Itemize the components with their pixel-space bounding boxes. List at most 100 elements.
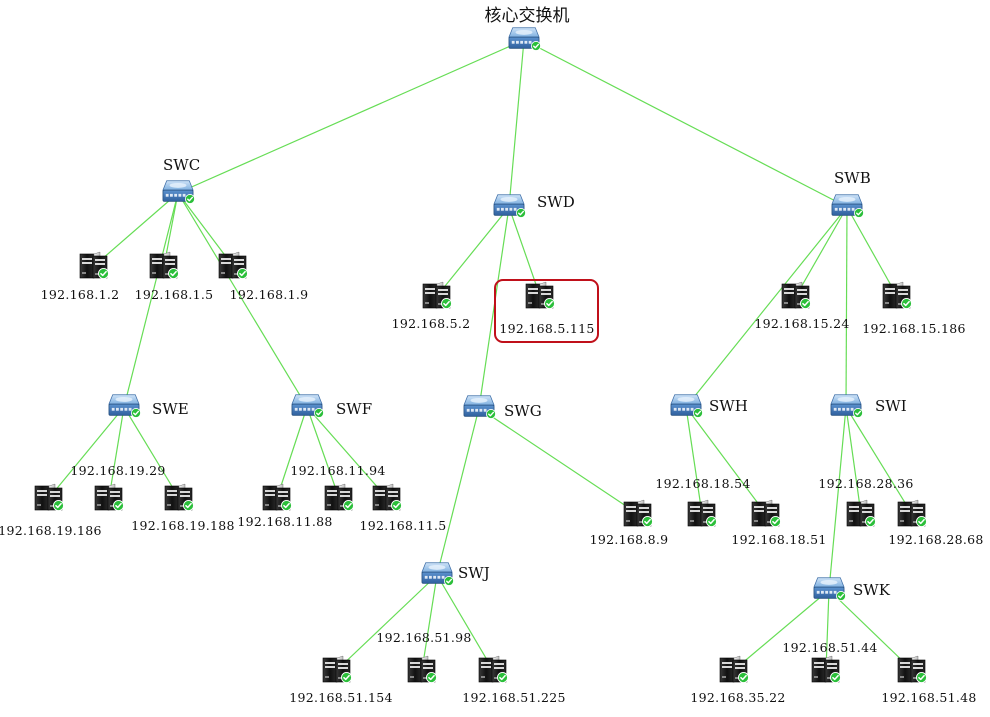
selected-node-highlight <box>494 279 599 343</box>
status-ok-icon <box>444 576 454 586</box>
status-ok-icon <box>916 516 927 527</box>
core-switch-title: 核心交换机 <box>485 6 570 26</box>
link-swh-h16 <box>685 406 767 515</box>
switch-node-swj[interactable]: SWJ <box>421 562 490 586</box>
switch-label: SWJ <box>458 564 490 582</box>
switch-node-swk[interactable]: SWK <box>813 577 891 601</box>
host-node-h9[interactable]: 192.168.19.29 <box>70 463 165 511</box>
status-ok-icon <box>98 268 109 279</box>
status-ok-icon <box>131 408 141 418</box>
host-ip-label: 192.168.1.9 <box>230 287 309 302</box>
status-ok-icon <box>426 672 437 683</box>
switch-node-core[interactable] <box>508 27 541 51</box>
status-ok-icon <box>185 194 195 204</box>
switch-label: SWC <box>163 156 200 174</box>
nodes-layer: SWC SWD SWB SWE SWF SWG SWH SWI SWJ SWK 192.168.1.… <box>0 27 983 705</box>
link-swi-swk <box>828 406 847 591</box>
host-node-h2[interactable]: 192.168.1.5 <box>135 251 214 302</box>
link-swc-h1 <box>93 192 179 267</box>
host-node-h5[interactable]: 192.168.5.115 <box>499 281 594 336</box>
host-node-h22[interactable]: 192.168.35.22 <box>690 655 785 705</box>
switch-node-swi[interactable]: SWI <box>830 394 907 418</box>
status-ok-icon <box>901 298 912 309</box>
host-node-h18[interactable]: 192.168.28.68 <box>888 499 983 547</box>
link-swd-h4 <box>436 206 510 297</box>
status-ok-icon <box>830 672 841 683</box>
host-node-h12[interactable]: 192.168.11.94 <box>290 463 385 511</box>
host-ip-label: 192.168.51.225 <box>462 690 566 705</box>
link-core-swb <box>523 39 848 208</box>
host-ip-label: 192.168.28.68 <box>888 532 983 547</box>
link-swg-h14 <box>478 407 639 515</box>
status-ok-icon <box>113 500 124 511</box>
host-ip-label: 192.168.28.36 <box>818 476 913 491</box>
link-swf-h13 <box>306 406 388 499</box>
status-ok-icon <box>486 409 496 419</box>
link-swj-h21 <box>436 574 494 671</box>
switch-node-swb[interactable]: SWB <box>831 169 871 218</box>
status-ok-icon <box>497 672 508 683</box>
host-node-h20[interactable]: 192.168.51.98 <box>376 630 471 683</box>
status-ok-icon <box>693 408 703 418</box>
switch-label: SWB <box>834 169 871 187</box>
host-node-h13[interactable]: 192.168.11.5 <box>359 483 446 533</box>
status-ok-icon <box>53 500 64 511</box>
status-ok-icon <box>237 268 248 279</box>
switch-label: SWG <box>504 402 542 420</box>
link-swd-h5 <box>508 206 541 297</box>
host-ip-label: 192.168.11.5 <box>359 518 446 533</box>
host-node-h4[interactable]: 192.168.5.2 <box>392 281 471 331</box>
host-node-h14[interactable]: 192.168.8.9 <box>590 499 669 547</box>
host-node-h1[interactable]: 192.168.1.2 <box>41 251 120 302</box>
status-ok-icon <box>706 516 717 527</box>
links-layer <box>48 39 913 671</box>
host-node-h6[interactable]: 192.168.15.24 <box>754 281 849 331</box>
switch-label: SWD <box>537 193 575 211</box>
switch-node-swh[interactable]: SWH <box>670 394 748 418</box>
link-swf-h11 <box>276 406 308 499</box>
host-node-h8[interactable]: 192.168.19.186 <box>0 483 102 538</box>
switch-node-swe[interactable]: SWE <box>108 394 189 418</box>
host-node-h17[interactable]: 192.168.28.36 <box>818 476 913 527</box>
switch-label: SWE <box>152 400 189 418</box>
status-ok-icon <box>800 298 811 309</box>
link-swe-h9 <box>108 406 125 499</box>
host-node-h10[interactable]: 192.168.19.188 <box>131 483 235 533</box>
link-core-swd <box>508 39 525 208</box>
host-node-h24[interactable]: 192.168.51.48 <box>881 655 976 705</box>
host-node-h19[interactable]: 192.168.51.154 <box>289 655 393 705</box>
link-swj-h19 <box>336 574 438 671</box>
status-ok-icon <box>391 500 402 511</box>
host-ip-label: 192.168.51.48 <box>881 690 976 705</box>
switch-node-swf[interactable]: SWF <box>291 394 372 418</box>
switch-node-swc[interactable]: SWC <box>162 156 200 204</box>
status-ok-icon <box>544 298 555 309</box>
status-ok-icon <box>642 516 653 527</box>
link-swb-swh <box>685 206 848 408</box>
host-node-h21[interactable]: 192.168.51.225 <box>462 655 566 705</box>
switch-node-swd[interactable]: SWD <box>493 193 575 218</box>
switch-label: SWF <box>336 400 372 418</box>
link-swh-h15 <box>685 406 703 515</box>
switch-label: SWI <box>875 397 907 415</box>
link-swb-h7 <box>846 206 898 297</box>
status-ok-icon <box>770 516 781 527</box>
status-ok-icon <box>341 672 352 683</box>
switch-label: SWK <box>853 581 891 599</box>
status-ok-icon <box>854 208 864 218</box>
host-ip-label: 192.168.19.29 <box>70 463 165 478</box>
host-node-h3[interactable]: 192.168.1.9 <box>218 251 309 302</box>
status-ok-icon <box>441 298 452 309</box>
status-ok-icon <box>168 268 179 279</box>
host-node-h11[interactable]: 192.168.11.88 <box>237 483 332 529</box>
status-ok-icon <box>531 41 541 51</box>
status-ok-icon <box>343 500 354 511</box>
host-node-h16[interactable]: 192.168.18.51 <box>731 499 826 547</box>
switch-node-swg[interactable]: SWG <box>463 395 542 420</box>
link-swe-h8 <box>48 406 125 499</box>
link-swk-h24 <box>828 589 913 671</box>
host-node-h15[interactable]: 192.168.18.54 <box>655 476 750 527</box>
host-node-h7[interactable]: 192.168.15.186 <box>862 281 966 336</box>
host-ip-label: 192.168.11.94 <box>290 463 385 478</box>
host-node-h23[interactable]: 192.168.51.44 <box>782 640 877 683</box>
